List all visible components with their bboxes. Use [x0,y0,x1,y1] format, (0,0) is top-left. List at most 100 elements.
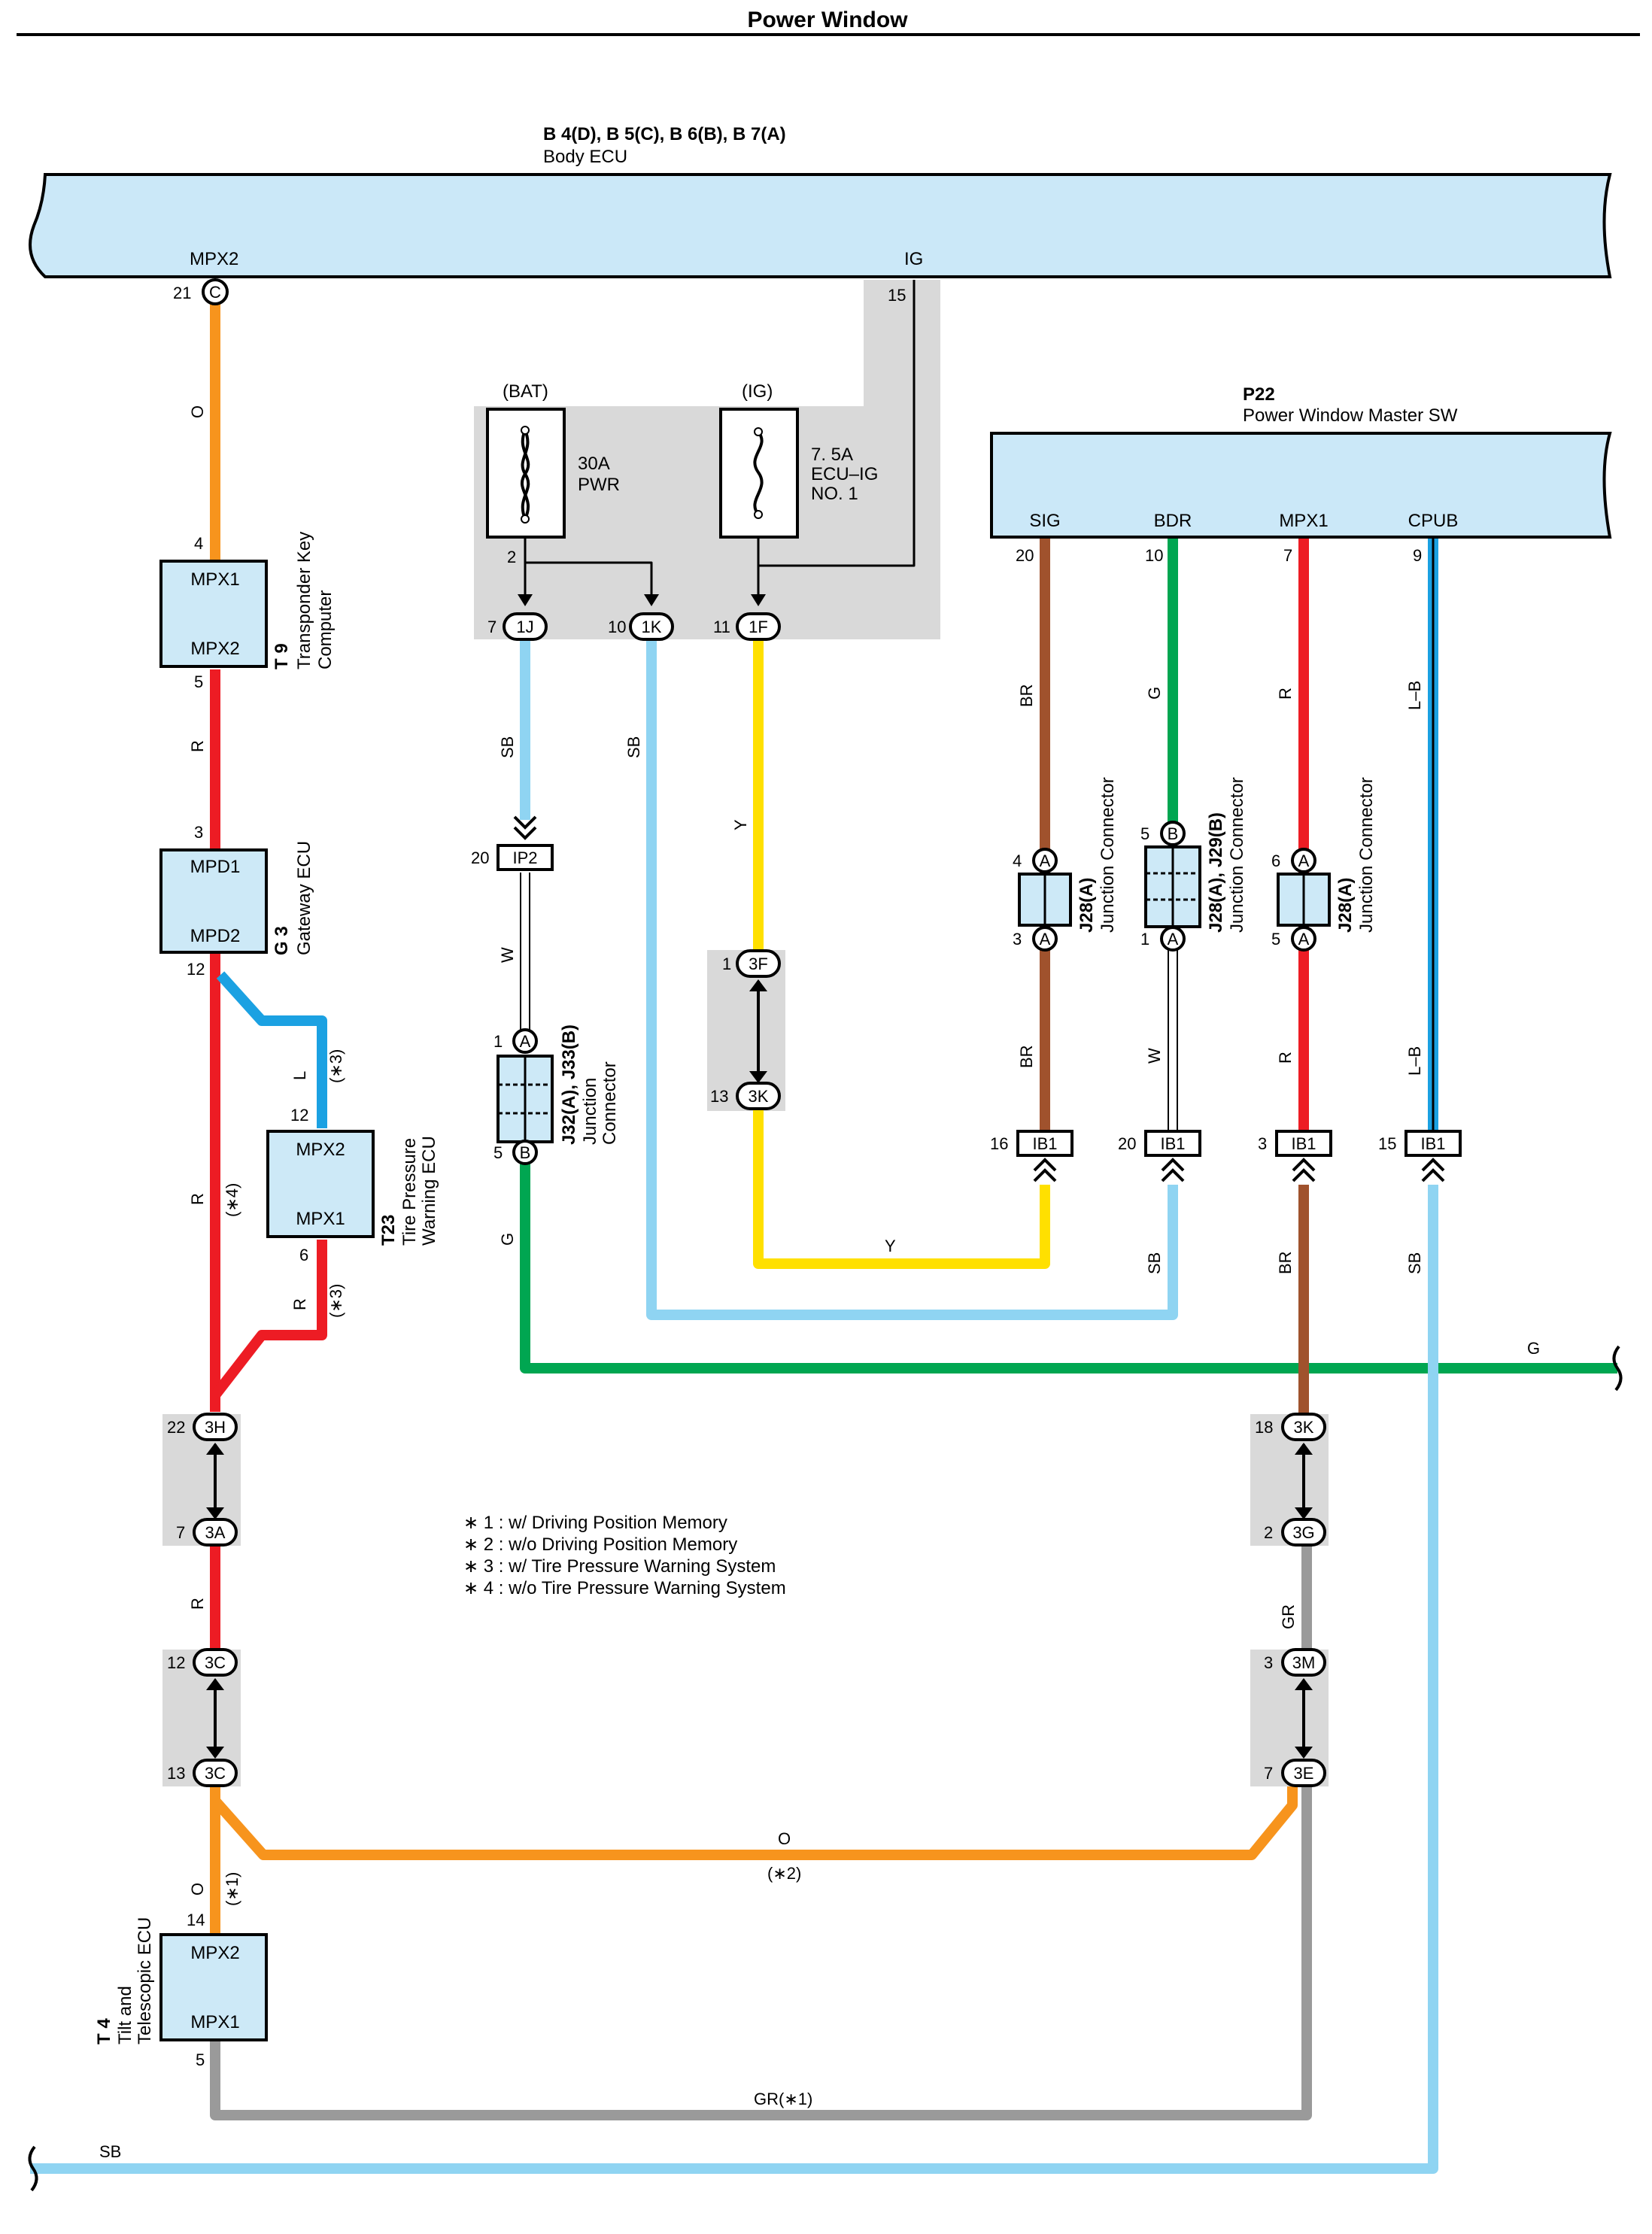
connector-ip2: IP2 20 [471,815,554,871]
junction-j32-pin-top: 1 [493,1032,503,1051]
label-s4: (∗4) [223,1183,241,1217]
body-ecu: B 4(D), B 5(C), B 6(B), B 7(A) Body ECU … [29,124,1612,305]
label-g-3: G [1527,1339,1540,1358]
junction-j28a-pin-top: 4 [1013,851,1022,870]
connector-3k-3g: 3K 18 3G 2 [1255,1413,1326,1546]
connector-ib1-mpx1: IB1 3 [1258,1130,1332,1182]
page-title: Power Window [747,8,908,32]
junction-j32-code: J32(A), J33(B) [559,1024,579,1145]
junction-j28-sig: A 4 A 3 J28(A) Junction Connector [1013,777,1118,952]
connector-ib1-cpub-pin: 15 [1378,1134,1396,1153]
ecu-t23-name1: Tire Pressure [399,1138,420,1246]
connector-3f-3k: 3F 1 3K 13 [710,949,781,1110]
connector-3f-label: 3F [749,955,768,973]
connector-ib1-bdr-pin: 20 [1118,1134,1136,1153]
master-sw-code: P22 [1243,384,1275,405]
ecu-t9-pin-top: 4 [194,534,203,553]
junction-j28a-code: J28(A) [1077,878,1097,933]
note-4: ∗ 4 : w/o Tire Pressure Warning System [463,1578,786,1598]
svg-text:C: C [209,283,221,302]
ecu-t23-bottom: MPX1 [296,1209,345,1229]
ecu-t4: MPX2 MPX1 14 5 T 4 Tilt and Telescopic E… [94,1911,268,2069]
ecu-t4-pin-bottom: 5 [196,2050,205,2069]
junction-j28c-pin-top: 6 [1271,851,1280,870]
ecu-t4-pin-top: 14 [187,1911,205,1929]
body-ecu-name: Body ECU [543,147,627,167]
label-br-1: BR [1017,684,1036,707]
connector-3m-3e: 3M 3 3E 7 [1264,1648,1326,1787]
note-1: ∗ 1 : w/ Driving Position Memory [463,1513,727,1533]
body-ecu-ig-pin: 15 [888,286,906,305]
wire-orange-s2 [211,1786,1298,1860]
note-2: ∗ 2 : w/o Driving Position Memory [463,1534,737,1555]
junction-j32-bottom: B [520,1143,531,1162]
fuse-ecu-ig-source: (IG) [742,381,773,402]
fuse-pwr-name: PWR [578,475,620,495]
body-ecu-mpx2-pin: 21 [173,284,191,302]
ecu-t4-name1: Tilt and [115,1986,135,2044]
connector-3c: 3C 12 3C 13 [167,1648,238,1787]
ecu-t4-bottom: MPX1 [190,2012,239,2032]
label-r-2: R [188,1193,207,1205]
connector-1f-pin: 11 [713,618,730,636]
label-lb-1: L–B [1405,681,1424,710]
fuse-ecu-ig-name2: NO. 1 [811,484,858,504]
junction-j28-j29: B 5 A 1 J28(A), J29(B) Junction Connecto… [1140,777,1247,952]
connector-1j-pin: 7 [487,618,497,636]
junction-j28c-bottom: A [1298,930,1310,949]
junction-j28b-pin-bottom: 1 [1140,930,1149,949]
connector-3h-3a: 3H 22 3A 7 [167,1413,238,1546]
ecu-t4-code: T 4 [94,2018,114,2044]
label-sb-1: SB [498,736,517,758]
ecu-t23: MPX2 MPX1 12 6 T23 Tire Pressure Warning… [266,1106,439,1264]
ecu-t9: MPX1 MPX2 4 5 T 9 Transponder Key Comput… [159,532,336,691]
label-r-4: R [188,1598,207,1610]
footnotes: ∗ 1 : w/ Driving Position Memory ∗ 2 : w… [463,1513,786,1598]
wire-break-right [1612,1345,1623,1392]
connector-3f-pin: 1 [722,955,731,973]
junction-j28c-name: Junction Connector [1356,777,1377,933]
ecu-g3-pin-bottom: 12 [187,960,205,979]
ecu-t9-top: MPX1 [190,569,239,590]
connector-ib1-mpx1-label: IB1 [1291,1134,1316,1153]
power-window-master-sw: P22 Power Window Master SW SIG BDR MPX1 … [990,384,1612,565]
wire-ig-feed [758,280,916,567]
label-o-1: O [188,405,207,418]
connector-ip2-pin: 20 [471,848,489,867]
label-lb-2: L–B [1405,1046,1424,1076]
fuse-pwr: (BAT) 30A PWR 2 [486,381,620,566]
junction-j28b-top: B [1168,824,1179,843]
connector-ib1-cpub-label: IB1 [1420,1134,1445,1153]
fuse-pwr-rating: 30A [578,454,610,474]
ecu-g3: MPD1 MPD2 3 12 G 3 Gateway ECU [159,823,314,979]
ecu-t23-pin-bottom: 6 [299,1246,308,1264]
fuse-ecu-ig-rating: 7. 5A [811,445,853,465]
label-w-2: W [1145,1048,1164,1064]
label-o-2: O [188,1883,207,1896]
junction-j28a-top: A [1040,851,1051,870]
label-r-5: R [1276,688,1295,700]
ecu-t23-pin-top: 12 [290,1106,308,1125]
connector-3c-b-pin: 13 [167,1764,185,1783]
master-sw-terminal-sig: SIG [1029,511,1060,531]
label-o-3: O [778,1829,791,1848]
connector-1k: 1K 10 [608,612,674,641]
label-br-2: BR [1017,1045,1036,1068]
connector-ib1-mpx1-pin: 3 [1258,1134,1267,1153]
junction-j28c-code: J28(A) [1335,878,1356,933]
label-s3-b: (∗3) [326,1284,345,1318]
label-s1: (∗1) [223,1872,241,1906]
connector-3c-b-label: 3C [205,1764,226,1783]
body-ecu-ig-label: IG [904,249,923,269]
wire-sb-bottom [30,1185,1438,2174]
junction-j32-name2: Connector [600,1061,620,1145]
label-sb-2: SB [624,736,643,758]
body-ecu-code: B 4(D), B 5(C), B 6(B), B 7(A) [543,124,786,144]
junction-j28a-pin-bottom: 3 [1013,930,1022,949]
wire-blue-l [216,971,327,1128]
connector-3c-a-label: 3C [205,1653,226,1672]
wire-gray-gr1 [210,1786,1312,2120]
label-r-3: R [290,1298,309,1310]
connector-1k-label: 1K [642,618,662,636]
